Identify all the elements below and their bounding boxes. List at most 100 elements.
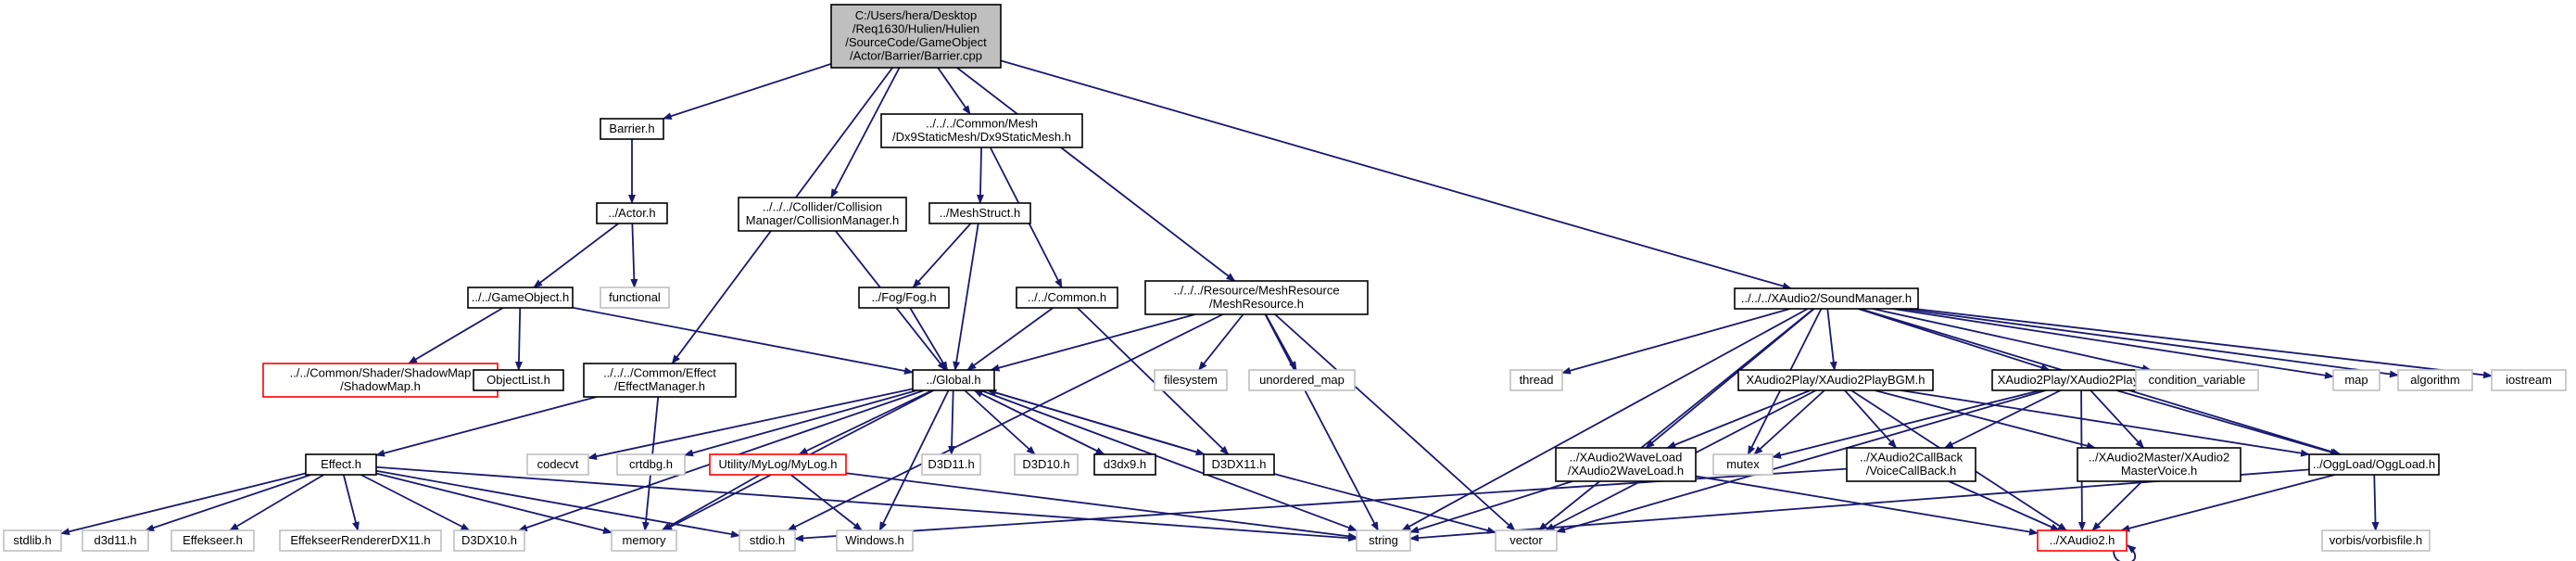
edge-effectmanager_h-to-effect_h [375, 396, 598, 457]
node-soundmanager-h[interactable]: ../../../XAudio2/SoundManager.h [1734, 287, 1919, 310]
edge-global_h-to-crtdbg_h [684, 389, 917, 457]
node-label-line: vector [1509, 533, 1543, 547]
node-iostream: iostream [2491, 369, 2567, 391]
node-root[interactable]: C:/Users/hera/Desktop/Req1630/Hulien/Hul… [830, 4, 1002, 69]
node-label-line: Utility/MyLog/MyLog.h [719, 457, 838, 471]
node-box [1248, 369, 1356, 391]
node-shadowmap-h[interactable]: ../../Common/Shader/ShadowMap/ShadowMap.… [262, 363, 499, 398]
edge-mastervoice_h-to-xaudio2_h [2091, 480, 2143, 531]
node-label-line: codecvt [537, 457, 579, 471]
node-codecvt: codecvt [526, 453, 589, 476]
edge-waveload_h-to-xaudio2_h [1695, 475, 2039, 536]
node-effect-h[interactable]: Effect.h [305, 453, 377, 476]
node-box [738, 197, 907, 232]
edge-meshresource_h-to-stdio_h [787, 313, 1224, 531]
node-box [616, 453, 686, 476]
edge-gameobject_h-to-global_h [572, 306, 914, 375]
node-meshresource-h[interactable]: ../../../Resource/MeshResource/MeshResou… [1144, 280, 1369, 315]
node-box [2397, 369, 2473, 391]
edge-soundmanager_h-to-vector [1537, 308, 1814, 531]
node-box [1356, 529, 1411, 552]
edge-global_h-to-codecvt [587, 388, 914, 461]
node-label-line: /Req1630/Hulien/Hulien [852, 22, 979, 36]
node-global-h[interactable]: ../Global.h [912, 369, 995, 391]
node-crtdbg-h: crtdbg.h [616, 453, 686, 476]
edge-soundmanager_h-to-iostream [1913, 308, 2493, 379]
node-mylog-h[interactable]: Utility/MyLog/MyLog.h [709, 453, 847, 476]
edge-common_h-to-d3dx11_h [1077, 307, 1230, 455]
edge-oggload_h-to-xaudio2_h [2120, 474, 2335, 532]
edge-effect_h-to-effekseer_dx11 [342, 474, 360, 531]
node-label-line: d3d11.h [94, 533, 136, 547]
node-common-h[interactable]: ../../Common.h [1016, 287, 1118, 309]
node-playse-h[interactable]: XAudio2Play/XAudio2PlaySE.h [1991, 369, 2171, 391]
edge-playbgm_h-to-mutex [1753, 389, 1825, 455]
node-box [880, 113, 1083, 148]
node-mutex: mutex [1712, 453, 1774, 476]
node-playbgm-h[interactable]: XAudio2Play/XAudio2PlayBGM.h [1737, 369, 1934, 391]
edge-soundmanager_h-to-condition_variable [1872, 308, 2152, 372]
node-d3d11-upper: D3D11.h [921, 453, 981, 476]
node-meshstruct-h[interactable]: ../MeshStruct.h [928, 202, 1031, 224]
node-box [170, 529, 255, 552]
node-label-line: /EffectManager.h [614, 379, 705, 393]
nodes-layer: C:/Users/hera/Desktop/Req1630/Hulien/Hul… [3, 4, 2567, 552]
node-stdio-h: stdio.h [739, 529, 796, 552]
edge-effect_h-to-d3d11_lower [145, 474, 311, 531]
node-box [1555, 447, 1697, 482]
edge-root-to-collision_h [830, 67, 901, 198]
node-d3dx9-h[interactable]: d3dx9.h [1093, 453, 1156, 476]
edge-meshresource_h-to-global_h [990, 313, 1196, 372]
node-label-line: /XAudio2WaveLoad.h [1568, 464, 1684, 478]
node-windows-h: Windows.h [836, 529, 914, 552]
node-actor-h[interactable]: ../Actor.h [596, 202, 668, 224]
node-callback-h[interactable]: ../XAudio2CallBack/VoiceCallBack.h [1846, 447, 1976, 482]
edge-playbgm_h-to-oggload_h [1900, 389, 2310, 457]
node-collision-h[interactable]: ../../../Collider/CollisionManager/Colli… [738, 197, 907, 232]
edge-waveload_h-to-string [1409, 480, 1573, 534]
node-box [1509, 369, 1563, 391]
node-label-line: XAudio2Play/XAudio2PlaySE.h [1998, 373, 2166, 387]
node-box [473, 369, 564, 391]
node-label-line: ../XAudio2WaveLoad [1570, 451, 1683, 465]
node-stdlib-h: stdlib.h [3, 529, 62, 552]
node-label-line: /Actor/Barrier/Barrier.cpp [850, 49, 982, 63]
node-box [611, 529, 677, 552]
node-label-line: ../XAudio2Master/XAudio2 [2089, 451, 2229, 465]
node-box [1154, 369, 1228, 391]
node-effectmanager-h[interactable]: ../../../Common/Effect/EffectManager.h [583, 363, 737, 398]
node-label-line: memory [623, 533, 666, 547]
node-d3d10-h: D3D10.h [1014, 453, 1079, 476]
node-box [1144, 280, 1369, 315]
node-label-line: ObjectList.h [486, 373, 550, 387]
node-label-line: string [1369, 533, 1398, 547]
node-label-line: d3dx9.h [1104, 457, 1146, 471]
node-box [928, 202, 1031, 224]
node-box [1734, 287, 1919, 310]
node-box [262, 363, 499, 398]
edge-root-to-meshresource_h [956, 67, 1236, 282]
node-label-line: ../XAudio2.h [2050, 533, 2115, 547]
node-oggload-h[interactable]: ../OggLoad/OggLoad.h [2308, 453, 2440, 476]
node-effekseer-dx11: EffekseerRendererDX11.h [279, 529, 442, 552]
edge-playbgm_h-to-waveload_h [1666, 389, 1811, 449]
edge-meshstruct_h-to-global_h [953, 223, 979, 371]
node-label-line: /MeshResource.h [1209, 297, 1304, 311]
node-gameobject-h[interactable]: ../../GameObject.h [467, 287, 574, 309]
node-barrier-h[interactable]: Barrier.h [600, 118, 664, 140]
node-algorithm: algorithm [2397, 369, 2473, 391]
edge-soundmanager_h-to-thread [1561, 308, 1791, 375]
node-fog-h[interactable]: ../Fog/Fog.h [858, 287, 950, 309]
node-label-line: stdio.h [750, 533, 785, 547]
node-objectlist-h[interactable]: ObjectList.h [473, 369, 564, 391]
node-map: map [2332, 369, 2380, 391]
node-waveload-h[interactable]: ../XAudio2WaveLoad/XAudio2WaveLoad.h [1555, 447, 1697, 482]
node-xaudio2-h[interactable]: ../XAudio2.h [2037, 529, 2128, 552]
node-dx9mesh-h[interactable]: ../../../Common/Mesh/Dx9StaticMesh/Dx9St… [880, 113, 1083, 148]
node-box [1016, 287, 1118, 309]
edge-effect_h-to-stdio_h [375, 469, 740, 539]
node-d3dx11-h[interactable]: D3DX11.h [1203, 453, 1275, 476]
node-label-line: /SourceCode/GameObject [845, 35, 987, 49]
